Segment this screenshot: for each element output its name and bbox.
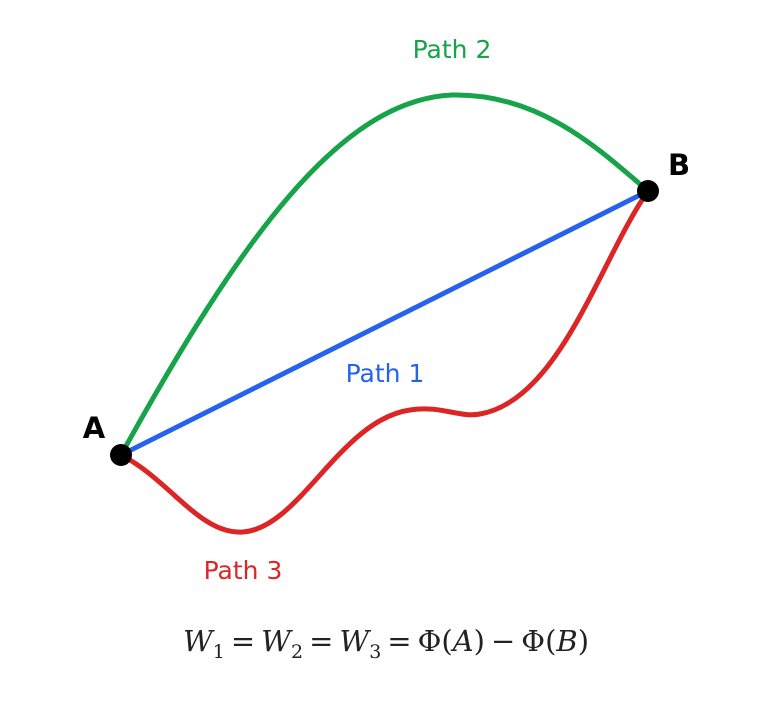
equation-close-a: ) [474, 624, 485, 658]
equation-eq-2: = [309, 624, 333, 658]
equation-open-a: ( [441, 624, 452, 658]
equation-minus: − [491, 624, 515, 658]
equation-open-b: ( [545, 624, 556, 658]
equation-phi-a: Φ [418, 624, 442, 658]
equation-sub-1: 1 [213, 641, 225, 663]
equation-w2: W [261, 624, 293, 658]
work-equation: W1=W2=W3=Φ(A)−Φ(B) [183, 624, 589, 663]
point-a-label: A [83, 411, 106, 445]
equation-eq-1: = [231, 624, 255, 658]
equation-eq-3: = [387, 624, 411, 658]
equation-point-b: B [555, 624, 577, 658]
point-a-marker [110, 444, 132, 466]
path-1-line [118, 188, 651, 458]
path-2-label: Path 2 [413, 35, 492, 64]
path-3-label: Path 3 [204, 556, 283, 585]
equation-point-a: A [450, 624, 474, 658]
equation-sub-3: 3 [369, 641, 381, 663]
path-3-curve [118, 188, 651, 535]
equation-w1: W [183, 624, 215, 658]
equation-sub-2: 2 [291, 641, 303, 663]
path-1-label: Path 1 [346, 359, 425, 388]
point-b-marker [637, 180, 659, 202]
path-2-curve [118, 92, 651, 458]
equation-close-b: ) [578, 624, 589, 658]
point-b-label: B [668, 148, 690, 182]
equation-phi-b: Φ [521, 624, 545, 658]
equation-w3: W [339, 624, 371, 658]
